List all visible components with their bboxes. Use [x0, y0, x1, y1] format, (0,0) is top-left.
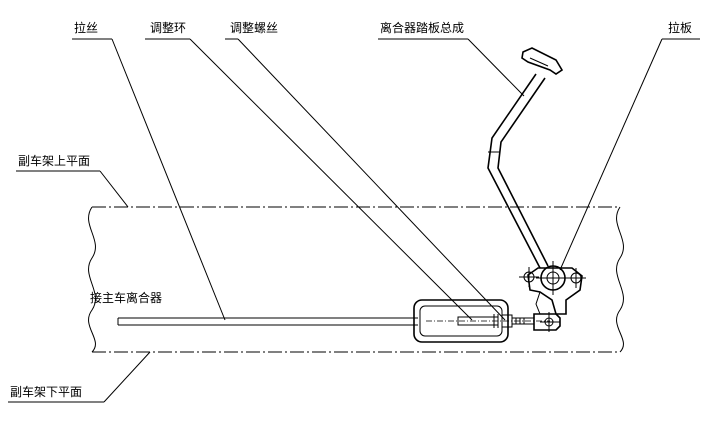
label-frame-upper-plane: 副车架上平面 — [18, 153, 90, 168]
pedal-bracket — [519, 261, 586, 315]
frame-right-break — [616, 206, 624, 353]
adjust-screw — [501, 314, 535, 328]
clevis-link — [533, 312, 561, 332]
label-frame-lower-plane: 副车架下平面 — [10, 384, 82, 399]
label-to-main-clutch: 接主车离合器 — [90, 290, 162, 305]
leader-lines — [8, 38, 700, 403]
label-adjust-screw: 调整螺丝 — [230, 20, 278, 35]
label-pull-wire: 拉丝 — [74, 20, 98, 35]
adjust-ring — [457, 314, 499, 328]
adjust-housing — [413, 299, 550, 343]
frame-left-break — [88, 206, 96, 353]
pull-wire — [117, 317, 418, 326]
label-pull-plate: 拉板 — [668, 20, 692, 35]
pedal-lever — [487, 47, 564, 269]
label-adjust-ring: 调整环 — [150, 20, 186, 35]
label-clutch-pedal-assembly: 离合器踏板总成 — [380, 20, 464, 35]
